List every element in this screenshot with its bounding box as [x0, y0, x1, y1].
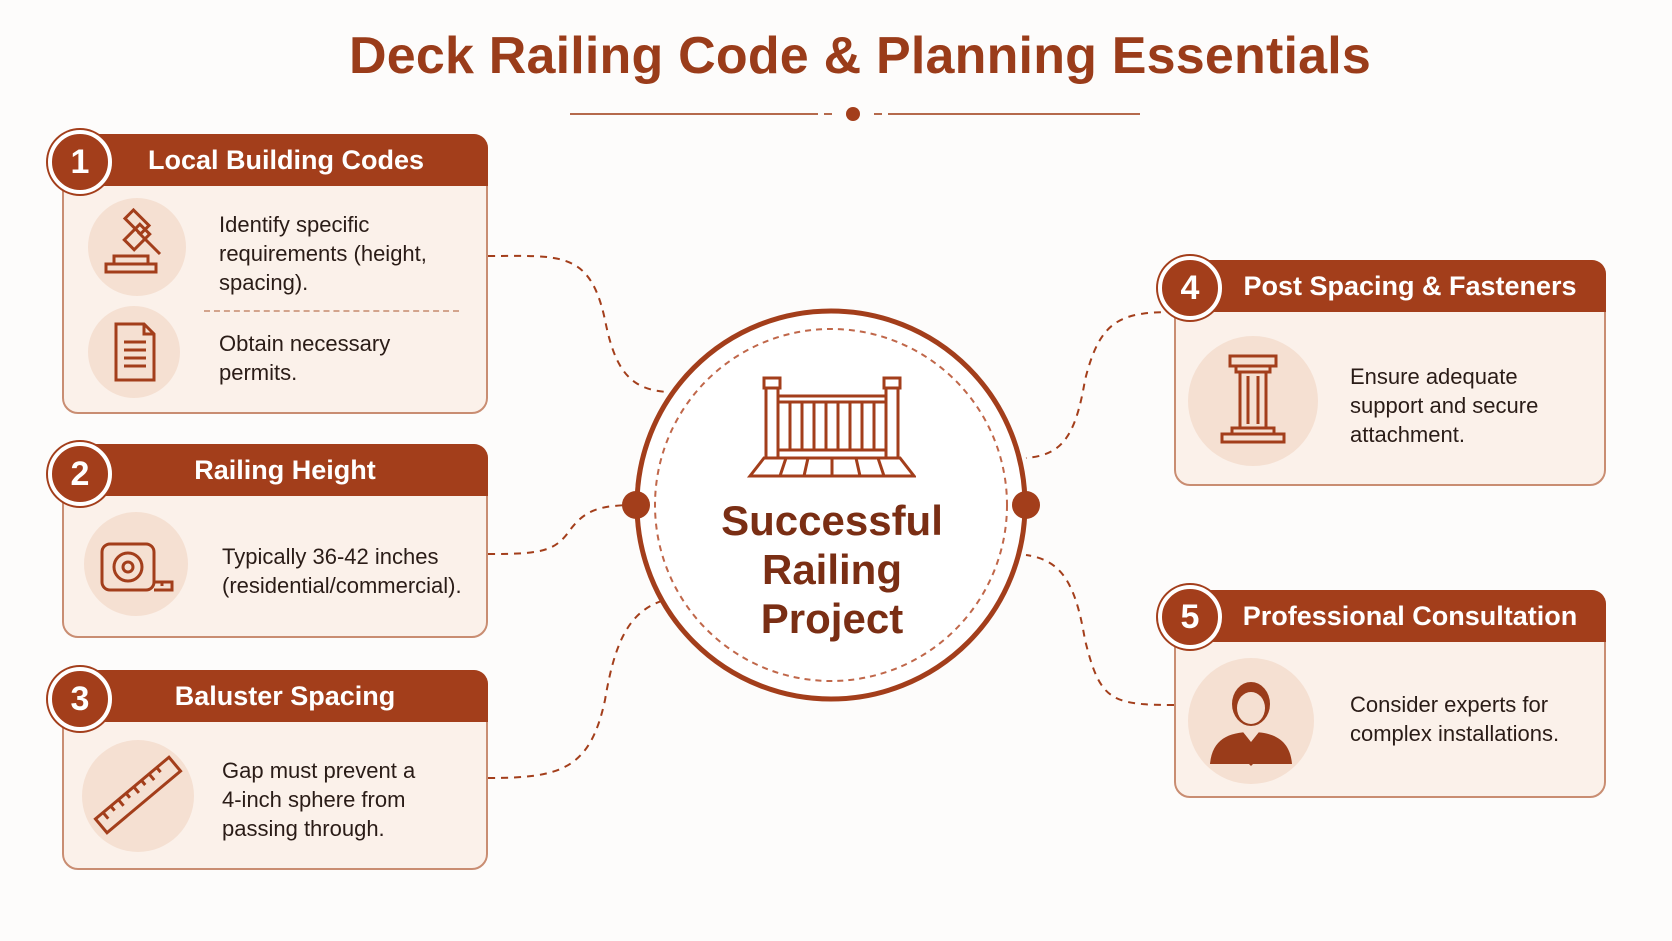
card-item-text: Obtain necessary permits.	[219, 331, 391, 385]
column-icon	[1188, 336, 1318, 466]
center-line-3: Project	[760, 595, 904, 642]
title-divider	[570, 107, 1140, 121]
item-divider	[204, 310, 459, 312]
step-badge: 5	[1158, 585, 1222, 649]
card-heading-text: Railing Height	[194, 455, 376, 485]
card-heading: Railing Height	[62, 444, 488, 496]
card-heading: Local Building Codes	[62, 134, 488, 186]
page-title: Deck Railing Code & Planning Essentials	[348, 27, 1372, 85]
step-badge: 3	[48, 667, 112, 731]
card-heading-text: Professional Consultation	[1242, 601, 1578, 631]
center-line-1: Successful	[721, 497, 943, 544]
card-professional-consultation: Professional Consultation Consider exper…	[1174, 590, 1606, 798]
ruler-icon	[82, 740, 194, 852]
card-heading-text: Post Spacing & Fasteners	[1243, 271, 1577, 301]
deck-railing-icon	[746, 376, 916, 478]
consultant-icon	[1188, 658, 1314, 784]
center-label: Successful Railing Project	[712, 496, 952, 643]
step-badge: 1	[48, 130, 112, 194]
tape-measure-icon	[84, 512, 188, 616]
card-heading-text: Baluster Spacing	[174, 681, 396, 711]
card-item-text: Consider experts for complex installatio…	[1350, 692, 1560, 746]
card-local-building-codes: Local Building Codes Identify specific r…	[62, 134, 488, 414]
card-heading: Professional Consultation	[1174, 590, 1606, 642]
card-baluster-spacing: Baluster Spacing Gap must prevent a 4-in…	[62, 670, 488, 870]
card-heading-text: Local Building Codes	[148, 145, 425, 175]
document-icon	[88, 306, 180, 398]
card-railing-height: Railing Height Typically 36-42 inches (r…	[62, 444, 488, 638]
step-badge: 4	[1158, 256, 1222, 320]
card-heading: Baluster Spacing	[62, 670, 488, 722]
card-item-text: Identify specific requirements (height, …	[219, 212, 427, 295]
card-item-text: Gap must prevent a 4-inch sphere from pa…	[222, 758, 416, 841]
card-heading: Post Spacing & Fasteners	[1174, 260, 1606, 312]
step-badge: 2	[48, 442, 112, 506]
card-item-text: Typically 36-42 inches (residential/comm…	[222, 544, 462, 598]
gavel-icon	[88, 198, 186, 296]
card-post-spacing-fasteners: Post Spacing & Fasteners Ensure adequate…	[1174, 260, 1606, 486]
card-item-text: Ensure adequate support and secure attac…	[1350, 364, 1539, 447]
center-line-2: Railing	[761, 546, 902, 593]
